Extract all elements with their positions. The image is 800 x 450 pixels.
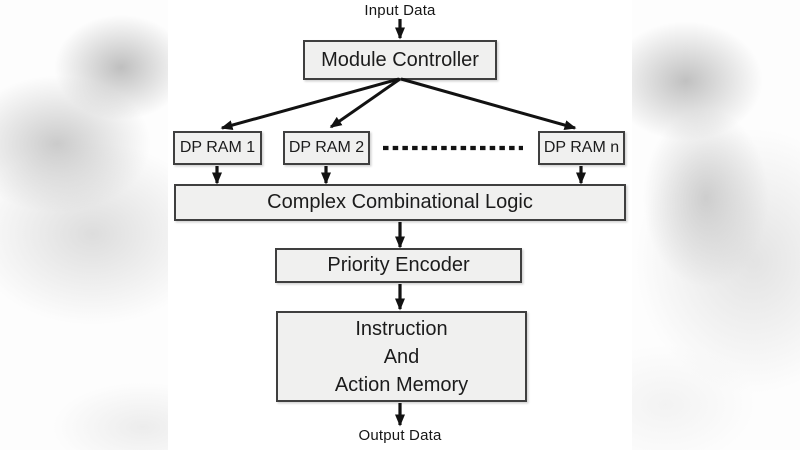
output-data-label: Output Data [358, 427, 442, 444]
node-module-controller-label: Module Controller [321, 48, 479, 71]
node-instruction-action-memory: Instruction And Action Memory [276, 311, 527, 402]
input-data-label: Input Data [364, 2, 436, 19]
node-module-controller: Module Controller [303, 40, 497, 80]
node-complex-combinational-logic: Complex Combinational Logic [174, 184, 626, 221]
blurred-backdrop-left [0, 0, 168, 450]
blurred-backdrop-right [632, 0, 800, 450]
node-dp-ram-1: DP RAM 1 [173, 131, 262, 165]
node-dp-ram-n: DP RAM n [538, 131, 625, 165]
node-complex-combinational-logic-label: Complex Combinational Logic [267, 191, 533, 213]
node-priority-encoder-label: Priority Encoder [327, 254, 470, 276]
node-dp-ram-1-label: DP RAM 1 [179, 139, 256, 156]
node-dp-ram-2: DP RAM 2 [283, 131, 370, 165]
node-dp-ram-2-label: DP RAM 2 [288, 139, 365, 156]
node-dp-ram-n-label: DP RAM n [543, 139, 620, 156]
node-instruction-action-memory-label: Instruction And Action Memory [334, 317, 469, 396]
node-priority-encoder: Priority Encoder [275, 248, 522, 283]
